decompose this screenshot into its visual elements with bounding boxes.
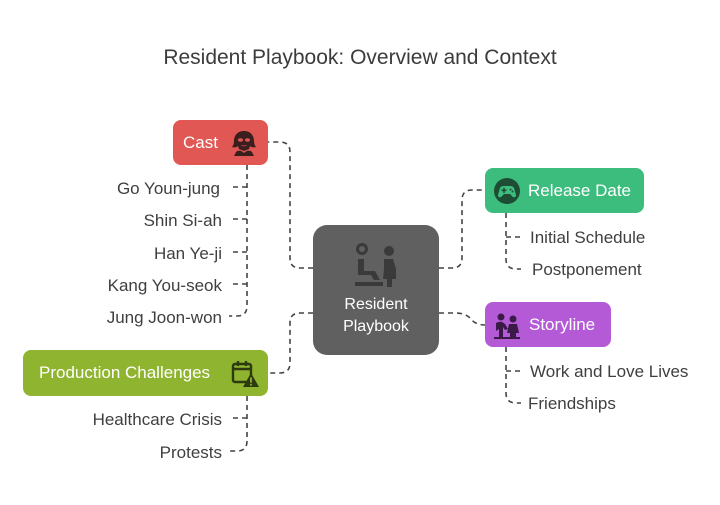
connector-release-items xyxy=(505,213,521,270)
cast-item: Han Ye-ji xyxy=(153,244,222,263)
gamepad-icon xyxy=(494,177,520,204)
connector-cast-items xyxy=(229,165,248,317)
couple-icon xyxy=(494,313,520,339)
cast-item: Shin Si-ah xyxy=(143,211,222,230)
storyline-item: Friendships xyxy=(528,394,616,413)
production-item: Protests xyxy=(159,443,222,462)
branch-production-challenges[interactable]: Production Challenges xyxy=(23,350,268,396)
branch-storyline[interactable]: Storyline xyxy=(485,302,611,347)
cast-item: Jung Joon-won xyxy=(106,308,222,327)
branch-cast[interactable]: Cast xyxy=(173,120,268,165)
patient-consultation-icon xyxy=(355,243,396,287)
branch-release-date[interactable]: Release Date xyxy=(485,168,644,213)
branch-storyline-label: Storyline xyxy=(529,314,596,334)
central-topic-label: Resident Playbook xyxy=(343,296,409,335)
cast-item: Kang You-seok xyxy=(107,276,222,295)
connector-production-items xyxy=(229,396,248,452)
connector-storyline-items xyxy=(505,347,521,404)
diagram-title: Resident Playbook: Overview and Context xyxy=(163,46,557,69)
branch-production-label: Production Challenges xyxy=(39,363,211,382)
release-item: Postponement xyxy=(532,260,642,279)
central-topic-node[interactable]: Resident Playbook xyxy=(313,225,439,355)
connector-release xyxy=(439,189,485,269)
actor-mask-icon xyxy=(232,130,256,156)
connector-storyline xyxy=(439,312,486,326)
cast-item: Go Youn-jung xyxy=(116,179,220,198)
branch-release-date-label: Release Date xyxy=(528,180,632,200)
production-item: Healthcare Crisis xyxy=(92,410,222,429)
calendar-warning-icon xyxy=(231,361,259,387)
storyline-item: Work and Love Lives xyxy=(530,362,689,381)
release-item: Initial Schedule xyxy=(530,228,646,247)
connector-cast xyxy=(268,141,313,269)
branch-cast-label: Cast xyxy=(183,132,218,152)
connector-production xyxy=(268,312,313,374)
